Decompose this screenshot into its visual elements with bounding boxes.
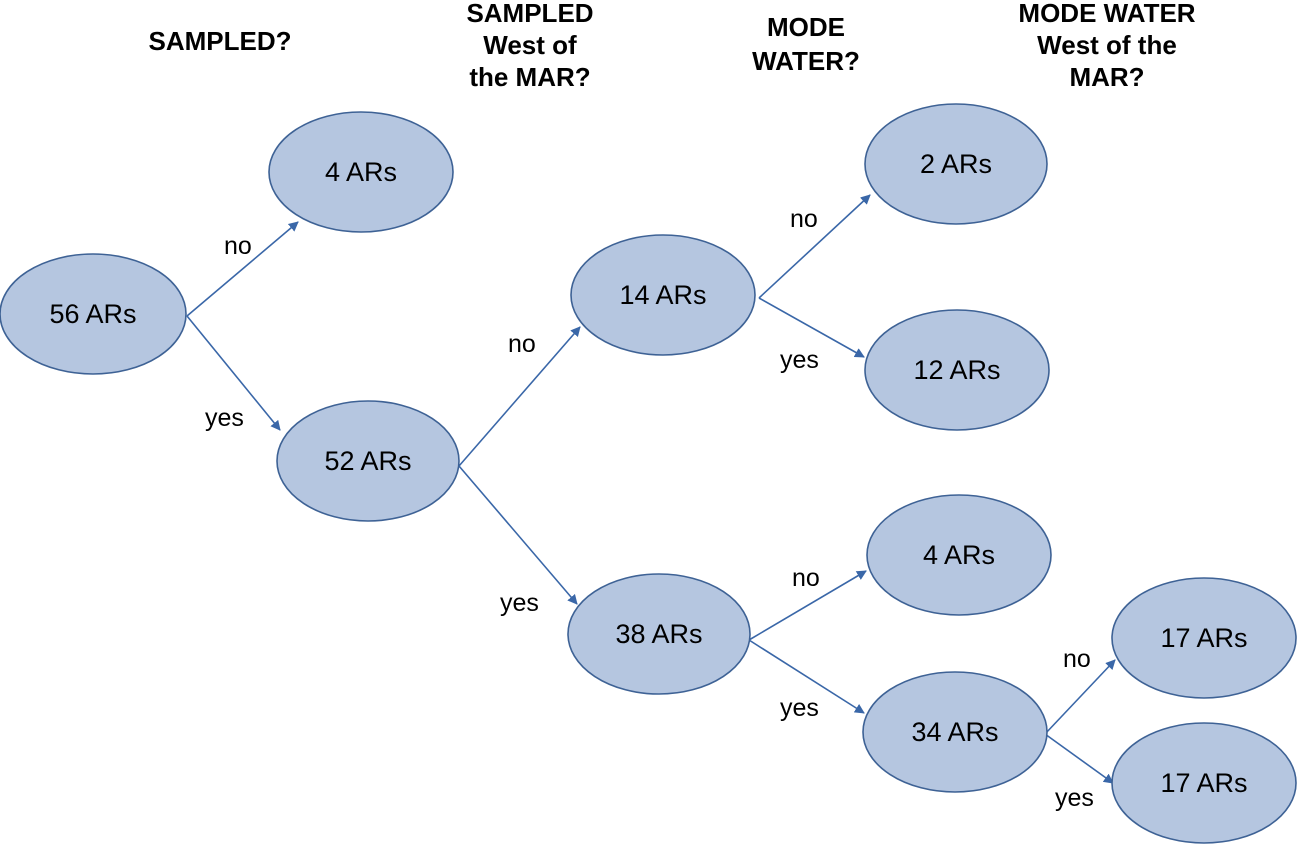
node-label: 4 ARs [325,157,397,187]
header-line: West of [483,30,577,60]
header-line: MAR? [1069,62,1144,92]
node-sampled: 52 ARs [276,400,460,522]
node-label: 14 ARs [619,280,706,310]
node-label: 34 ARs [911,717,998,747]
edge-label-no: no [792,564,820,592]
node-sampled-not-west: 14 ARs [570,234,756,356]
node-label: 17 ARs [1160,623,1247,653]
edge-label-no: no [790,205,818,233]
node-label: 56 ARs [49,299,136,329]
node-label: 12 ARs [913,355,1000,385]
node-sampled-west: 38 ARs [567,573,751,695]
edge-label-no: no [224,232,252,260]
edge-west-yes: yes [748,639,865,722]
column-header-mode-water: MODE WATER? [752,12,860,76]
header-line: SAMPLED [466,0,593,28]
node-root: 56 ARs [0,253,187,375]
edge-sampled-yes: yes [458,465,578,617]
column-header-sampled: SAMPLED? [149,26,292,56]
column-header-mode-water-west: MODE WATER West of the MAR? [1018,0,1195,92]
edge-west-no: no [748,564,867,641]
edge-label-yes: yes [500,589,539,617]
edge-notwest-no: no [758,194,871,299]
node-label: 38 ARs [615,619,702,649]
node-not-west-mode: 12 ARs [864,309,1050,431]
column-header-sampled-west: SAMPLED West of the MAR? [466,0,593,92]
header-line: SAMPLED? [149,26,292,56]
edge-label-yes: yes [780,346,819,374]
node-label: 2 ARs [920,149,992,179]
node-label: 4 ARs [923,540,995,570]
edge-mode-yes: yes [1044,733,1114,812]
edge-root-yes: yes [186,315,281,432]
edge-root-no: no [186,221,299,317]
node-west-no-mode: 4 ARs [866,494,1052,616]
edge-label-yes: yes [780,694,819,722]
node-west-mode: 34 ARs [862,671,1048,793]
node-label: 17 ARs [1160,768,1247,798]
edge-label-no: no [508,330,536,358]
header-line: MODE WATER [1018,0,1195,28]
header-line: WATER? [752,46,860,76]
node-not-sampled: 4 ARs [268,111,454,233]
node-label: 52 ARs [324,446,411,476]
node-mode-not-west: 17 ARs [1111,577,1297,699]
edge-sampled-no: no [458,326,581,467]
edge-label-yes: yes [205,404,244,432]
node-not-west-no-mode: 2 ARs [864,103,1048,225]
header-line: West of the [1037,30,1177,60]
header-line: MODE [767,12,845,42]
node-mode-west: 17 ARs [1111,722,1297,844]
edge-mode-no: no [1044,645,1116,735]
edge-label-no: no [1063,645,1091,673]
edge-notwest-yes: yes [758,297,865,374]
header-line: the MAR? [469,62,590,92]
edge-label-yes: yes [1055,784,1094,812]
